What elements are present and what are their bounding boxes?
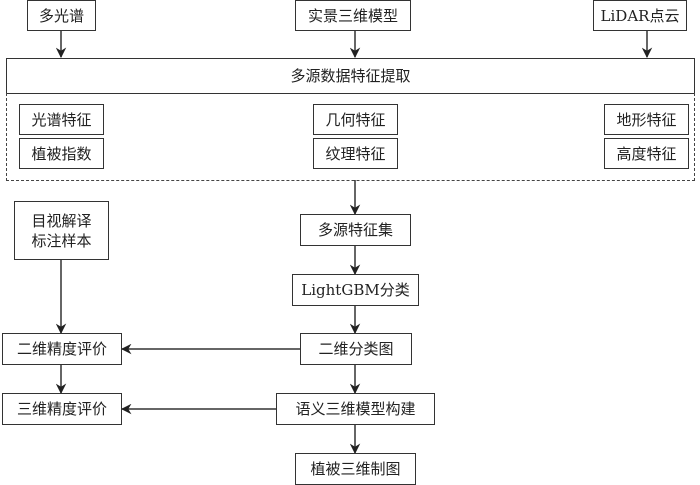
node-texture-feature-label: 纹理特征 (325, 144, 386, 163)
node-multispectral: 多光谱 (27, 0, 96, 31)
node-height-feature: 高度特征 (604, 138, 689, 169)
node-feature-extraction: 多源数据特征提取 (6, 58, 695, 94)
node-visual-interpretation-samples: 目视解译 标注样本 (14, 201, 109, 260)
node-terrain-feature: 地形特征 (604, 104, 689, 135)
node-multisource-feature-set-label: 多源特征集 (317, 221, 393, 239)
node-2d-classification-map-label: 二维分类图 (318, 340, 394, 358)
node-realscene-3d-model: 实景三维模型 (295, 0, 411, 31)
node-2d-accuracy-assessment-label: 二维精度评价 (16, 340, 107, 358)
node-vegetation-3d-mapping: 植被三维制图 (295, 453, 416, 485)
node-spectral-feature: 光谱特征 (19, 104, 104, 135)
node-3d-accuracy-assessment: 三维精度评价 (2, 393, 122, 425)
node-3d-accuracy-assessment-label: 三维精度评价 (16, 400, 107, 418)
node-visual-interpretation-samples-label: 目视解译 标注样本 (31, 211, 92, 250)
node-lidar-point-cloud-label: LiDAR点云 (600, 6, 680, 25)
node-lightgbm-classification-label: LightGBM分类 (301, 281, 410, 299)
node-multisource-feature-set: 多源特征集 (300, 214, 411, 246)
node-2d-accuracy-assessment: 二维精度评价 (2, 333, 122, 365)
node-vegetation-index: 植被指数 (19, 138, 104, 169)
node-vegetation-index-label: 植被指数 (31, 144, 92, 163)
node-multispectral-label: 多光谱 (38, 6, 84, 25)
node-geometric-feature-label: 几何特征 (325, 110, 386, 129)
node-feature-extraction-label: 多源数据特征提取 (290, 67, 411, 85)
node-vegetation-3d-mapping-label: 植被三维制图 (310, 460, 401, 478)
node-2d-classification-map: 二维分类图 (300, 333, 412, 365)
node-spectral-feature-label: 光谱特征 (31, 110, 92, 129)
node-realscene-3d-model-label: 实景三维模型 (307, 6, 398, 25)
node-terrain-feature-label: 地形特征 (616, 110, 677, 129)
node-semantic-3d-model-label: 语义三维模型构建 (295, 400, 416, 418)
node-geometric-feature: 几何特征 (313, 104, 398, 135)
feature-group-container (6, 93, 695, 181)
node-height-feature-label: 高度特征 (616, 144, 677, 163)
node-texture-feature: 纹理特征 (313, 138, 398, 169)
node-lidar-point-cloud: LiDAR点云 (593, 0, 687, 31)
node-lightgbm-classification: LightGBM分类 (292, 274, 419, 306)
node-semantic-3d-model: 语义三维模型构建 (276, 393, 435, 425)
